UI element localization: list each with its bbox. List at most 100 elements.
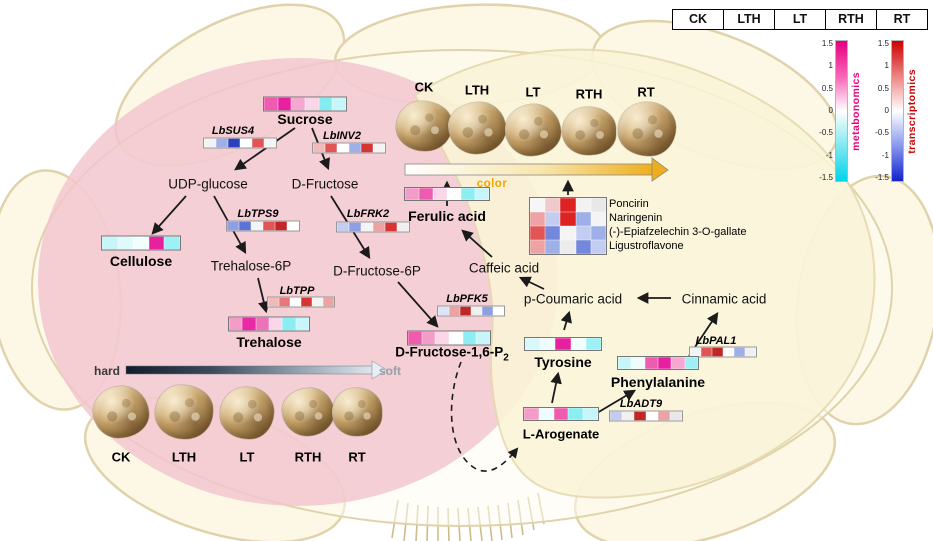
heatmap-lbsus4 (203, 137, 277, 149)
gene-lbtps9: LbTPS9 (237, 208, 279, 220)
heatmap-cell (618, 357, 632, 369)
arrow-sucrose-to-udp-glucose (234, 127, 296, 171)
heatmap-cell (264, 97, 278, 111)
heatmap-cell (723, 347, 734, 357)
flavonoid-heatmap-row-naringenin (530, 212, 607, 226)
node-udp-glucose: UDP-glucose (168, 176, 248, 192)
heatmap-cell (553, 408, 569, 420)
arrow-fbp-to-arogenate-dashed (450, 361, 519, 472)
heatmap-cell (462, 331, 477, 345)
metabonomics-legend-label: metabonomics (850, 71, 862, 151)
heatmap-cell (545, 226, 561, 240)
heatmap-cell (530, 212, 546, 226)
heatmap-cell (449, 331, 463, 345)
condition-header-lth: LTH (724, 9, 775, 30)
heatmap-cell (148, 236, 165, 250)
heatmap-cell (268, 317, 283, 331)
tick: 0 (884, 105, 889, 115)
tick: 0.5 (877, 83, 889, 93)
heatmap-cell (449, 306, 460, 316)
heatmap-cell (538, 408, 554, 420)
heatmap-cell (475, 188, 489, 200)
heatmap-d-fructose-16p2 (407, 330, 491, 346)
arrow-udp-glucose-to-cellulose (151, 195, 187, 235)
arrow-caffeic-to-ferulic (461, 229, 493, 258)
heatmap-cell (575, 212, 591, 226)
heatmap-cell (545, 212, 561, 226)
flavonoid-heatmap-row-epiafzelechin (530, 226, 607, 240)
heatmap-cell (229, 317, 243, 331)
transcriptomics-legend-ticks: 1.5 1 0.5 0 -0.5 -1 -1.5 (872, 40, 889, 182)
texture-axis-arrow (125, 360, 388, 380)
gene-lbpfk5: LbPFK5 (446, 293, 488, 305)
node-d-fructose-16p2: D-Fructose-1,6-P2 (395, 345, 509, 364)
tuber-photo-top-lt (505, 104, 561, 156)
heatmap-cell (560, 240, 576, 254)
heatmap-cell (349, 222, 361, 232)
heatmap-lbtps9 (226, 220, 300, 232)
heatmap-cell (622, 411, 634, 421)
condition-header-table: CK LTH LT RTH RT (672, 9, 928, 30)
heatmap-cell (476, 331, 491, 345)
bottom-sample-label-rth: RTH (294, 449, 322, 465)
bottom-sample-label-ck: CK (111, 449, 131, 465)
tick: 1.5 (821, 39, 833, 48)
heatmap-cell (575, 198, 591, 212)
tick: -1 (825, 150, 833, 160)
heatmap-cell (216, 138, 228, 148)
tick: -1.5 (819, 172, 833, 182)
tick: -1 (881, 150, 889, 160)
heatmap-cell (397, 222, 409, 232)
heatmap-cell (590, 212, 607, 226)
tick: -1.5 (875, 172, 889, 182)
heatmap-cell (204, 138, 216, 148)
heatmap-cell (240, 138, 252, 148)
flavonoid-label-naringenin: Naringenin (609, 212, 663, 224)
flavonoid-heatmap-row-poncirin (530, 198, 607, 212)
heatmap-cell (545, 198, 561, 212)
top-sample-label-rth: RTH (575, 86, 603, 102)
heatmap-cell (337, 143, 349, 153)
heatmap-cell (405, 188, 419, 200)
heatmap-cell (545, 240, 561, 254)
top-sample-label-ck: CK (414, 79, 434, 95)
gene-lbtpp: LbTPP (279, 285, 315, 297)
heatmap-cell (361, 222, 373, 232)
heatmap-cell (313, 143, 325, 153)
condition-header-rth: RTH (826, 9, 877, 30)
arrow-d-fructose-6p-to-fbp (397, 281, 439, 328)
heatmap-cell (295, 317, 309, 331)
color-axis-arrow (404, 157, 669, 182)
arrow-tyrosine-to-coumaric (560, 310, 572, 331)
heatmap-cell (560, 212, 576, 226)
heatmap-sucrose (263, 96, 347, 112)
heatmap-cell (644, 357, 658, 369)
tick: 0 (828, 105, 833, 115)
heatmap-lbinv2 (312, 142, 386, 154)
heatmap-lbfrk2 (336, 221, 410, 233)
top-sample-label-rt: RT (637, 84, 655, 100)
heatmap-cell (570, 338, 586, 350)
heatmap-l-arogenate (523, 407, 599, 421)
tuber-photo-top-ck (396, 101, 452, 151)
flavonoid-heatmap (529, 197, 607, 255)
heatmap-cell (419, 188, 433, 200)
heatmap-cell (408, 331, 422, 345)
heatmap-cell (239, 221, 251, 231)
heatmap-cell (658, 411, 670, 421)
node-d-fructose: D-Fructose (291, 176, 359, 192)
tuber-photo-bottom-ck (93, 386, 149, 438)
heatmap-cell (524, 408, 539, 420)
heatmap-cell (325, 143, 337, 153)
tick: 1 (884, 61, 889, 71)
heatmap-cell (332, 97, 347, 111)
metabonomics-colorbar (835, 40, 848, 182)
heatmap-cell (227, 221, 239, 231)
heatmap-cell (493, 306, 504, 316)
node-cinnamic-acid: Cinnamic acid (681, 291, 767, 307)
heatmap-cell (701, 347, 712, 357)
node-l-arogenate: L-Arogenate (522, 426, 600, 442)
heatmap-cell (323, 297, 334, 307)
arrow-coumaric-to-caffeic (518, 276, 545, 290)
heatmap-cell (164, 236, 180, 250)
